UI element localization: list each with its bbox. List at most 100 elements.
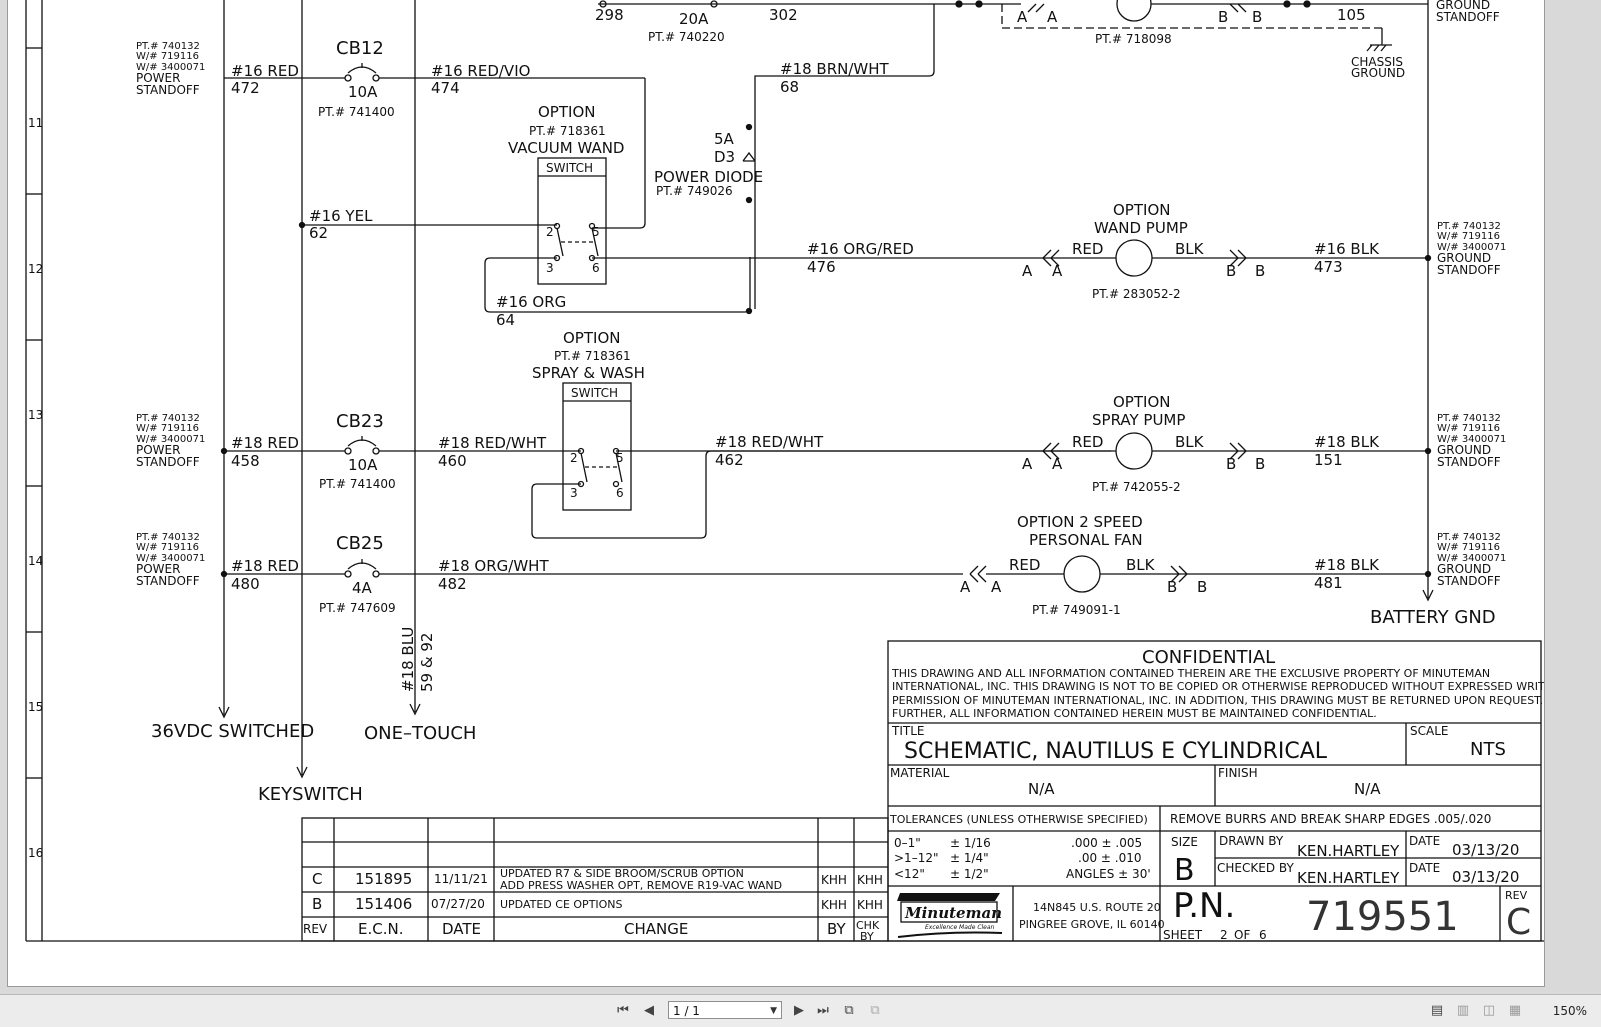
svg-text:GROUND: GROUND [1437,251,1491,265]
svg-text:UPDATED R7 & SIDE BROOM/SCRUB: UPDATED R7 & SIDE BROOM/SCRUB OPTION [500,867,744,880]
svg-text:N/A: N/A [1028,780,1055,798]
label-one-touch: ONE–TOUCH [364,723,476,744]
svg-text:B: B [1255,455,1265,473]
personal-fan: OPTION 2 SPEED PERSONAL FAN RED BLK A A … [960,513,1432,617]
svg-text:DATE: DATE [1409,861,1440,875]
svg-text:#16 YEL: #16 YEL [309,207,373,225]
svg-text:± 1/16: ± 1/16 [950,836,991,850]
row-marker: 12 [28,262,43,276]
svg-text:W/# 3400071: W/# 3400071 [1437,434,1506,445]
svg-text:C: C [1506,902,1531,943]
schematic-page: 11 12 13 14 15 16 298 20A 302 PT.# 74022… [8,0,1544,986]
svg-text:476: 476 [807,258,836,276]
svg-text:UPDATED CE OPTIONS: UPDATED CE OPTIONS [500,898,623,911]
svg-text:POWER: POWER [136,71,180,85]
svg-text:SIZE: SIZE [1171,835,1198,849]
svg-text:SPRAY & WASH: SPRAY & WASH [532,364,645,382]
svg-text:PT.# 749091-1: PT.# 749091-1 [1032,603,1121,617]
svg-text:PT.# 740132: PT.# 740132 [136,41,200,52]
svg-text:CHK: CHK [856,919,880,932]
svg-text:OPTION: OPTION [563,329,620,347]
svg-text:SWITCH: SWITCH [546,161,593,175]
label-battery-gnd: BATTERY GND [1370,607,1496,628]
svg-text:2: 2 [570,451,578,465]
fit-page-icon[interactable]: ⧉ [844,1003,854,1018]
svg-text:FINISH: FINISH [1218,766,1258,780]
svg-text:BY: BY [860,930,874,943]
svg-text:PT.# 740132: PT.# 740132 [1437,221,1501,232]
svg-text:Excellence Made Clean: Excellence Made Clean [925,924,995,931]
row-marker: 14 [28,554,43,568]
label-36vdc-switched: 36VDC SWITCHED [151,721,314,742]
svg-text:W/# 719116: W/# 719116 [1437,231,1500,242]
svg-text:#18 RED: #18 RED [231,434,299,452]
svg-text:.00 ± .010: .00 ± .010 [1078,851,1142,865]
svg-text:5: 5 [592,225,600,239]
drawing-title: SCHEMATIC, NAUTILUS E CYLINDRICAL [904,739,1328,764]
svg-text:OPTION: OPTION [1113,201,1170,219]
svg-text:SPRAY PUMP: SPRAY PUMP [1092,411,1185,429]
two-page-view-icon[interactable]: ◫ [1482,1003,1496,1018]
svg-text:STANDOFF: STANDOFF [1437,455,1501,469]
svg-text:B: B [312,895,322,913]
svg-text:460: 460 [438,452,467,470]
svg-text:A: A [1022,455,1033,473]
svg-text:OPTION: OPTION [538,103,595,121]
svg-text:SHEET: SHEET [1163,928,1203,942]
svg-text:03/13/20: 03/13/20 [1452,868,1519,886]
svg-text:CHANGE: CHANGE [624,920,688,938]
power-standoff-labels: PT.# 740132 W/# 719116 W/# 3400071 POWER… [136,41,205,588]
svg-text:B: B [1226,455,1236,473]
svg-text:11/11/21: 11/11/21 [434,872,488,886]
svg-text:458: 458 [231,452,260,470]
svg-text:B: B [1218,8,1228,26]
next-page-icon[interactable]: ▶ [794,1003,804,1018]
svg-text:KHH: KHH [857,898,883,912]
svg-text:#18 BLK: #18 BLK [1314,556,1380,574]
svg-text:#18 RED/WHT: #18 RED/WHT [438,434,547,452]
svg-text:W/# 3400071: W/# 3400071 [1437,242,1506,253]
spray-pump: OPTION SPRAY PUMP RED BLK A A B B PT.# 7… [1022,393,1432,494]
page-number-select[interactable]: 1 / 1▼ [668,1001,782,1019]
svg-text:RED: RED [1009,556,1040,574]
svg-text:#16 RED: #16 RED [231,62,299,80]
svg-text:KEN.HARTLEY: KEN.HARTLEY [1297,869,1400,887]
svg-text:STANDOFF: STANDOFF [1437,263,1501,277]
prev-page-icon[interactable]: ◀ [644,1003,654,1018]
svg-text:ANGLES ± 30': ANGLES ± 30' [1066,867,1151,881]
svg-text:KHH: KHH [821,898,847,912]
last-page-icon[interactable]: ⏭ [817,1003,829,1018]
svg-text:PERSONAL FAN: PERSONAL FAN [1029,531,1143,549]
svg-text:#16 RED/VIO: #16 RED/VIO [431,62,530,80]
svg-text:>1–12": >1–12" [894,851,938,865]
row-marker: 16 [28,846,43,860]
svg-text:SWITCH: SWITCH [571,386,618,400]
svg-text:151: 151 [1314,451,1343,469]
two-page-continuous-icon[interactable]: ▦ [1508,1003,1522,1018]
continuous-view-icon[interactable]: ▥ [1456,1003,1470,1018]
document-viewer[interactable]: 11 12 13 14 15 16 298 20A 302 PT.# 74022… [0,0,1601,994]
cb23-circuit: CB23 10A PT.# 741400 #18 RED 458 #18 RED… [220,411,1116,539]
viewer-toolbar: ⏮ ◀ 1 / 1▼ ▶ ⏭ ⧉ ⧉ ▤ ▥ ◫ ▦ 150% [0,994,1601,1027]
row-marker: 13 [28,408,43,422]
svg-text:A: A [1052,455,1063,473]
svg-text:DRAWN BY: DRAWN BY [1219,834,1284,848]
first-page-icon[interactable]: ⏮ [617,1003,629,1018]
svg-text:10A: 10A [348,83,378,101]
label-keyswitch: KEYSWITCH [258,784,363,805]
zoom-level[interactable]: 150% [1552,1004,1587,1018]
fit-width-icon[interactable]: ⧉ [870,1003,880,1018]
single-page-view-icon[interactable]: ▤ [1430,1003,1444,1018]
svg-text:68: 68 [780,78,799,96]
svg-text:OPTION: OPTION [1113,393,1170,411]
svg-text:#16 ORG/RED: #16 ORG/RED [807,240,914,258]
ground-standoff-labels: PT.# 740132 W/# 719116 W/# 3400071 GROUN… [1437,221,1506,588]
label-vertical-num: 59 & 92 [418,633,436,692]
svg-text:PT.# 749026: PT.# 749026 [656,184,733,198]
svg-text:REV: REV [303,922,328,936]
svg-text:B: B [1255,262,1265,280]
svg-text:A: A [991,578,1002,596]
svg-text:W/# 3400071: W/# 3400071 [1437,553,1506,564]
schematic-drawing: 11 12 13 14 15 16 298 20A 302 PT.# 74022… [25,0,1544,943]
svg-text:A: A [1022,262,1033,280]
